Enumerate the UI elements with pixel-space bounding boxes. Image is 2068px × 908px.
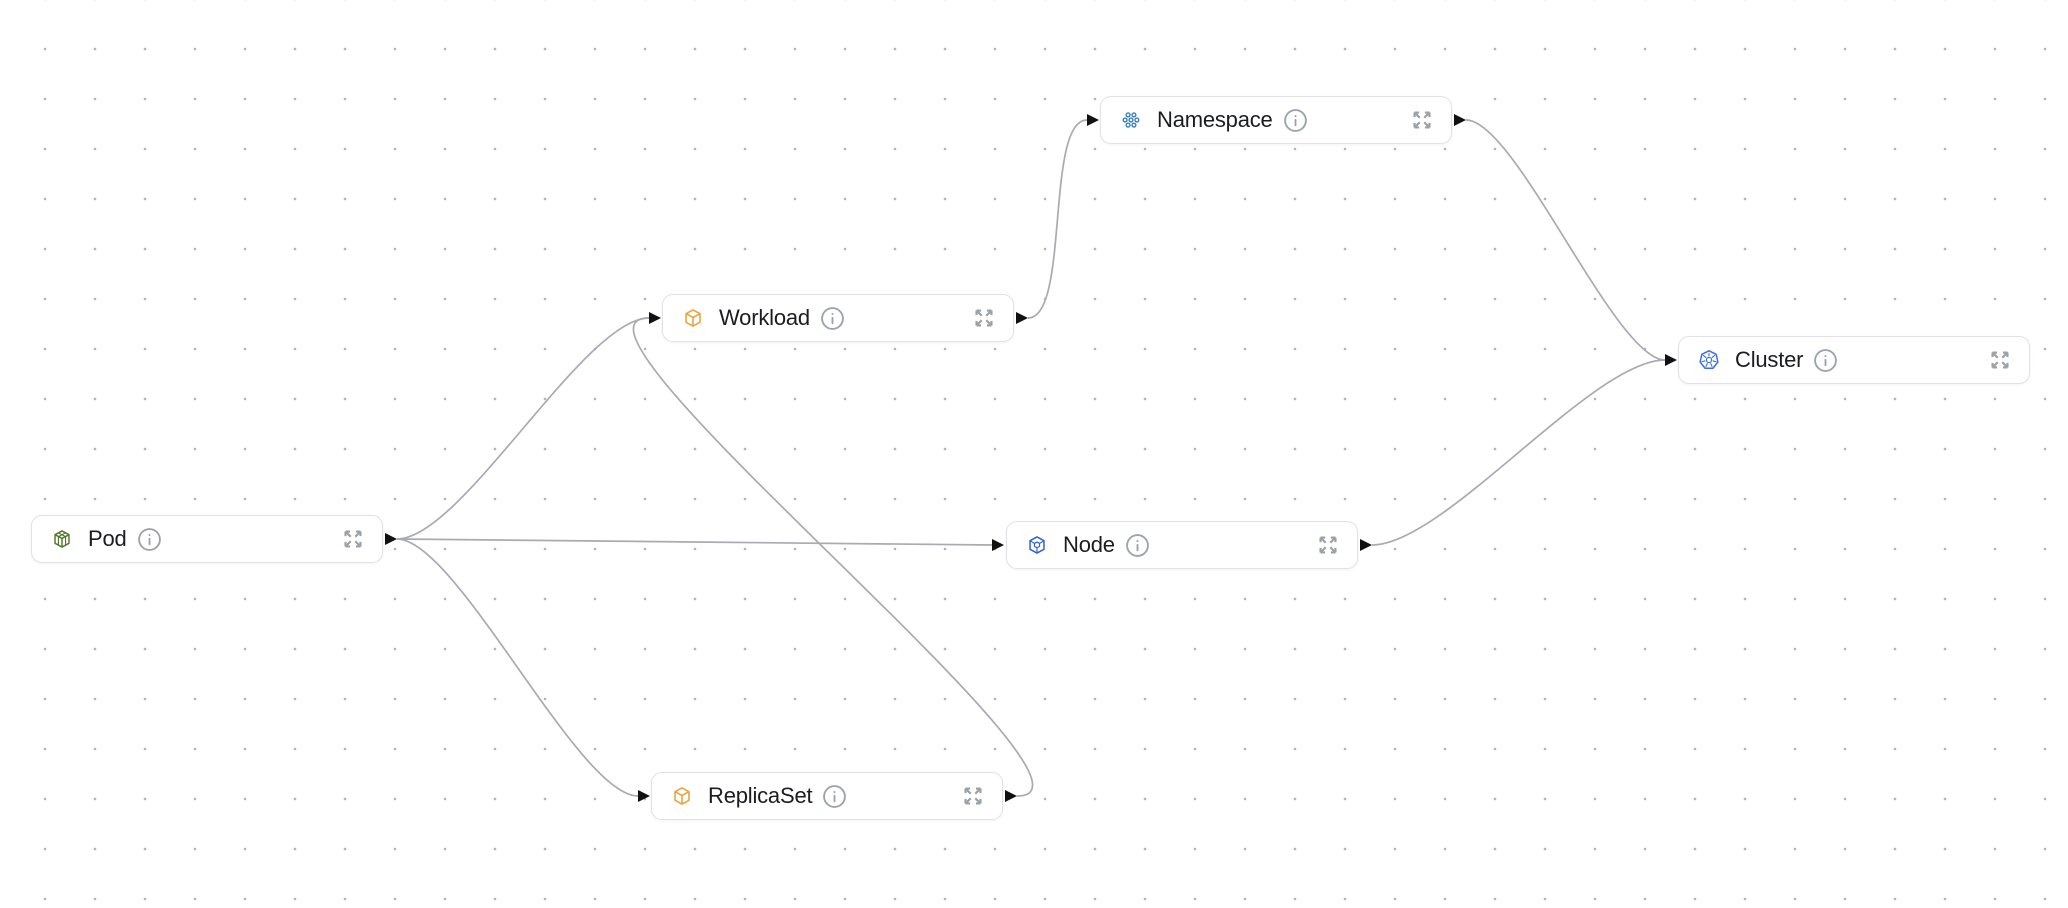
source-handle-arrow [1016, 312, 1028, 324]
source-handle-arrow [385, 533, 397, 545]
node-cluster[interactable]: Cluster [1678, 336, 2030, 384]
target-handle-arrow [649, 312, 661, 324]
source-handle-arrow [1360, 539, 1372, 551]
node-label: Cluster [1735, 347, 1804, 372]
info-icon[interactable] [820, 306, 845, 331]
node-cube-icon [1026, 534, 1048, 556]
edge-replicaset-workload [632, 317, 1034, 797]
node-label: Namespace [1157, 107, 1273, 132]
edge-pod-replicaset [396, 538, 639, 797]
source-handle-arrow [1454, 114, 1466, 126]
expand-icon[interactable] [960, 783, 986, 809]
node-namespace[interactable]: Namespace [1100, 96, 1452, 144]
info-icon[interactable] [1283, 108, 1308, 133]
info-icon[interactable] [1813, 348, 1838, 373]
node-node[interactable]: Node [1006, 521, 1358, 569]
expand-icon[interactable] [1315, 532, 1341, 558]
node-label: Pod [88, 526, 127, 551]
kubernetes-wheel-icon [1698, 349, 1720, 371]
expand-icon[interactable] [1987, 347, 2013, 373]
expand-icon[interactable] [1409, 107, 1435, 133]
pod-cube-icon [51, 528, 73, 550]
cube-icon [671, 785, 693, 807]
expand-icon[interactable] [340, 526, 366, 552]
node-label: ReplicaSet [708, 783, 813, 808]
node-label: Workload [719, 305, 810, 330]
info-icon[interactable] [1125, 533, 1150, 558]
edge-namespace-cluster [1465, 119, 1666, 361]
node-label: Node [1063, 532, 1115, 557]
edge-pod-node [396, 538, 993, 546]
info-icon[interactable] [822, 784, 847, 809]
node-pod[interactable]: Pod [31, 515, 383, 563]
target-handle-arrow [1665, 354, 1677, 366]
cube-icon [682, 307, 704, 329]
edge-node-cluster [1371, 359, 1666, 546]
expand-icon[interactable] [971, 305, 997, 331]
target-handle-arrow [638, 790, 650, 802]
namespace-dots-icon [1120, 109, 1142, 131]
source-handle-arrow [1005, 790, 1017, 802]
info-icon[interactable] [137, 527, 162, 552]
node-workload[interactable]: Workload [662, 294, 1014, 342]
node-replicaset[interactable]: ReplicaSet [651, 772, 1003, 820]
target-handle-arrow [1087, 114, 1099, 126]
target-handle-arrow [992, 539, 1004, 551]
edge-pod-workload [396, 317, 650, 540]
edge-workload-namespace [1027, 119, 1088, 319]
